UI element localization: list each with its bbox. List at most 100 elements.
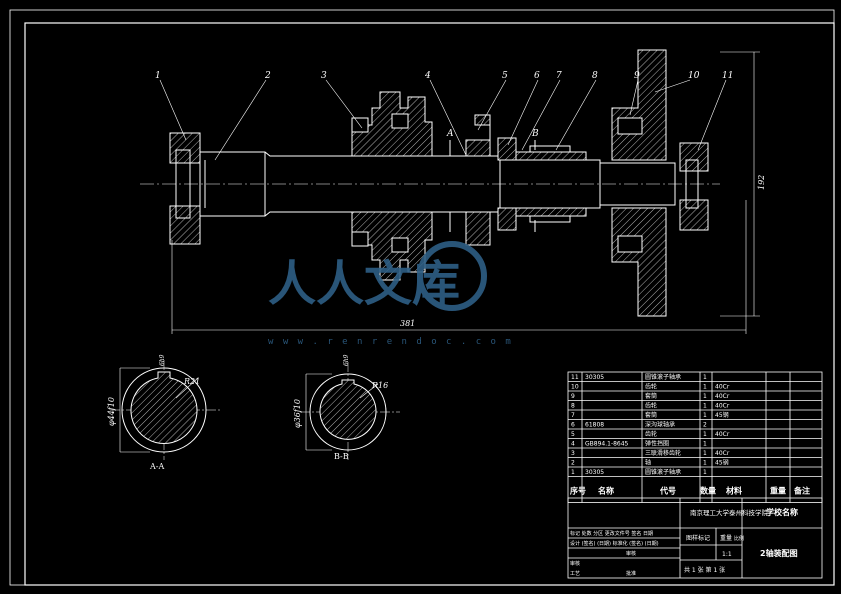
section-mark: A xyxy=(446,129,454,139)
section-a-diameter: φ44f10 xyxy=(107,397,116,426)
bom-cell: 套筒 xyxy=(645,411,657,419)
bom-cell: 圆锥滚子轴承 xyxy=(645,468,681,476)
part-label: 6 xyxy=(534,71,540,81)
bom-cell: 9 xyxy=(571,393,575,400)
bom-header: 名称 xyxy=(598,486,614,496)
bom-cell: 深沟球轴承 xyxy=(645,421,675,429)
bom-cell: 1 xyxy=(703,384,707,391)
watermark: 人人文库 w w w . r e n r e n d o c . c o m xyxy=(268,241,513,347)
section-mark: B xyxy=(531,129,539,139)
bom-cell: GB894.1-8645 xyxy=(585,441,629,448)
part-label: 8 xyxy=(592,71,598,81)
bom-header: 重量 xyxy=(770,486,786,496)
drawing-name: 2轴装配图 xyxy=(760,548,798,558)
approve-label: 批准 xyxy=(626,570,636,577)
sheet-count: 共 1 张 第 1 张 xyxy=(684,566,725,574)
bom-header: 备注 xyxy=(793,486,810,496)
part-label: 5 xyxy=(502,71,508,81)
bom-cell: 40Cr xyxy=(715,384,730,391)
bom-cell: 10 xyxy=(571,384,579,391)
bom-cell: 7 xyxy=(571,412,575,419)
overall-height: 192 xyxy=(757,175,766,190)
bom-cell: 4 xyxy=(571,441,575,448)
bom-cell: 轴 xyxy=(645,459,651,467)
overall-length: 381 xyxy=(400,319,415,328)
bom-cell: 齿轮 xyxy=(645,430,657,438)
bom-cell: 套筒 xyxy=(645,392,657,400)
title-block xyxy=(567,497,823,579)
bom-cell: 5 xyxy=(571,431,575,438)
bom-cell: 圆锥滚子轴承 xyxy=(645,373,681,381)
sign-row: 设计 (签名) (日期) 标准化 (签名) (日期) xyxy=(570,540,659,547)
bom-cell: 40Cr xyxy=(715,450,730,457)
bom-cell: 1 xyxy=(703,441,707,448)
bom-cell: 1 xyxy=(703,460,707,467)
title-school-short: 学校名称 xyxy=(766,507,798,517)
watermark-url: w w w . r e n r e n d o c . c o m xyxy=(268,337,513,347)
bom-cell: 齿轮 xyxy=(645,383,657,391)
sign-row: 审核 xyxy=(570,560,580,567)
inner-border xyxy=(24,22,835,586)
section-b-key: 6h9 xyxy=(343,354,350,366)
section-a-key: 6h9 xyxy=(159,354,166,366)
bom-cell: 40Cr xyxy=(715,431,730,438)
bom-cell: 1 xyxy=(703,374,707,381)
part-label: 7 xyxy=(556,71,562,81)
part-labels: 1 2 3 4 5 6 7 8 9 10 11 A B 381 192 xyxy=(155,71,766,328)
bom-cell: 1 xyxy=(703,431,707,438)
part-label: 11 xyxy=(722,71,733,81)
part-label: 1 xyxy=(155,71,161,81)
section-a-title: A-A xyxy=(149,462,164,471)
watermark-logo-icon xyxy=(417,241,487,311)
part-label: 4 xyxy=(424,71,431,81)
bom-cell: 1 xyxy=(703,393,707,400)
bom-cell: 40Cr xyxy=(715,403,730,410)
reviewer-label: 审核 xyxy=(626,550,636,557)
bom-cell: 30305 xyxy=(585,469,604,476)
bom-cell: 30305 xyxy=(585,374,604,381)
bom-cell: 45钢 xyxy=(715,459,729,467)
part-label: 2 xyxy=(264,71,271,81)
bom-cell: 齿轮 xyxy=(645,402,657,410)
section-b-title: B-B xyxy=(334,452,349,461)
bom-cell: 61808 xyxy=(585,422,604,429)
part-label: 3 xyxy=(321,71,327,81)
bom-cell: 1 xyxy=(703,469,707,476)
part-label: 10 xyxy=(688,71,700,81)
section-b-diameter: φ36f10 xyxy=(293,399,302,428)
section-a-radius: R21 xyxy=(183,377,200,386)
section-b-view xyxy=(300,362,400,460)
bom-cell: 6 xyxy=(571,422,575,429)
scale-label: 比例 xyxy=(734,535,744,542)
bom-header: 数量 xyxy=(700,486,716,496)
main-view xyxy=(140,49,760,334)
bom-cell: 1 xyxy=(703,412,707,419)
bom-cell: 1 xyxy=(571,469,575,476)
sign-row: 工艺 xyxy=(570,571,580,577)
bom-cell: 2 xyxy=(571,460,575,467)
title-school: 南京理工大学泰州科技学院 xyxy=(690,508,769,517)
bom-cell: 2 xyxy=(703,422,707,429)
bom-cell: 3 xyxy=(571,450,575,457)
scale-value: 1:1 xyxy=(722,551,732,558)
bom-cell: 三联滑移齿轮 xyxy=(645,449,681,457)
stage-mark: 图样标记 xyxy=(686,534,710,542)
watermark-title: 人人文库 xyxy=(268,256,460,312)
bom-cell: 弹性挡圈 xyxy=(645,440,669,448)
bom-cell: 1 xyxy=(703,450,707,457)
bom-header: 代号 xyxy=(659,486,676,496)
bom-cell: 1 xyxy=(703,403,707,410)
sign-row: 标记 处数 分区 更改文件号 签名 日期 xyxy=(570,530,653,537)
bom-header: 材料 xyxy=(726,486,742,496)
mass-label: 重量 xyxy=(720,534,732,542)
bom-cell: 40Cr xyxy=(715,393,730,400)
section-b-radius: R16 xyxy=(371,381,388,390)
section-a-view xyxy=(110,360,220,460)
bom-cell: 45钢 xyxy=(715,411,729,419)
part-label: 9 xyxy=(634,71,640,81)
bom-cell: 11 xyxy=(571,374,579,381)
bom-cell: 8 xyxy=(571,403,575,410)
